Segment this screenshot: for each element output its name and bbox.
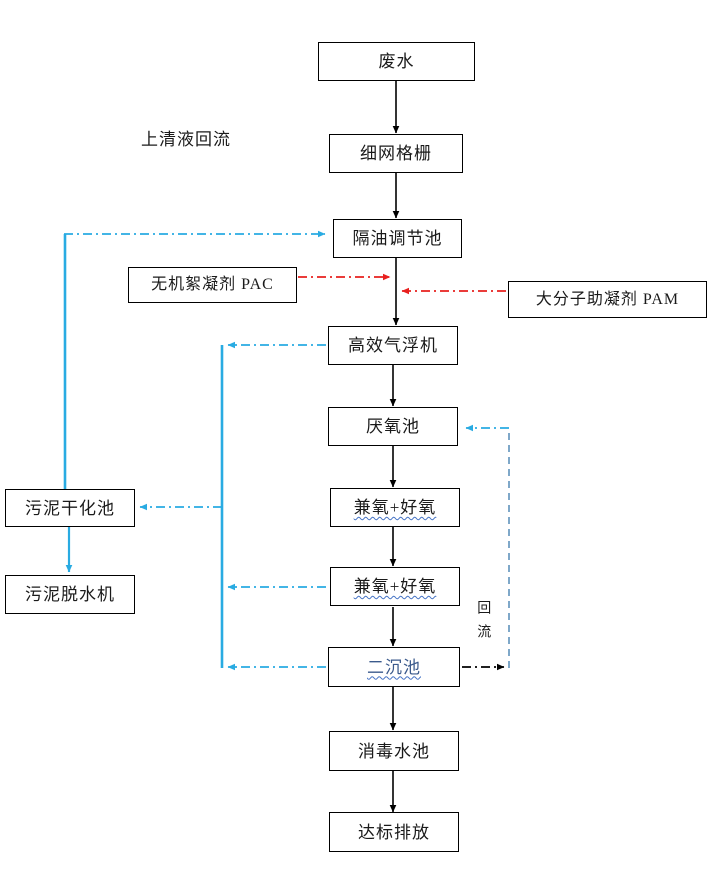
node-pam-label: 大分子助凝剂 PAM: [535, 290, 680, 308]
node-secondary-clarifier-label: 二沉池: [367, 657, 421, 677]
recycle-label: 回流: [472, 600, 490, 648]
node-wastewater[interactable]: 废水: [318, 42, 475, 81]
node-disinfection-tank[interactable]: 消毒水池: [329, 731, 459, 771]
node-secondary-clarifier[interactable]: 二沉池: [328, 647, 460, 687]
node-pac-label: 无机絮凝剂 PAC: [151, 276, 274, 293]
node-dissolved-air-flotation-label: 高效气浮机: [348, 336, 438, 355]
node-dissolved-air-flotation[interactable]: 高效气浮机: [328, 326, 458, 365]
node-disinfection-tank-label: 消毒水池: [358, 741, 430, 761]
node-sludge-drying-tank[interactable]: 污泥干化池: [5, 489, 135, 527]
node-anaerobic-tank[interactable]: 厌氧池: [328, 407, 458, 446]
node-fine-screen[interactable]: 细网格栅: [329, 134, 463, 173]
node-wastewater-label: 废水: [378, 52, 415, 71]
node-sludge-dewatering-machine[interactable]: 污泥脱水机: [5, 575, 135, 614]
node-pam[interactable]: 大分子助凝剂 PAM: [508, 281, 707, 318]
node-facultative-aerobic-1[interactable]: 兼氧+好氧: [330, 488, 460, 527]
node-sludge-drying-tank-label: 污泥干化池: [25, 498, 115, 518]
node-pac[interactable]: 无机絮凝剂 PAC: [128, 267, 297, 303]
node-fine-screen-label: 细网格栅: [360, 144, 432, 163]
node-facultative-aerobic-2[interactable]: 兼氧+好氧: [330, 567, 460, 606]
recycle-label-char-1: 回流: [475, 600, 491, 648]
supernatant-return-label: 上清液回流: [141, 130, 231, 149]
node-compliant-discharge[interactable]: 达标排放: [329, 812, 459, 852]
node-facultative-aerobic-1-label: 兼氧+好氧: [353, 498, 437, 517]
node-facultative-aerobic-2-label: 兼氧+好氧: [353, 577, 437, 596]
node-anaerobic-tank-label: 厌氧池: [366, 417, 420, 436]
node-oil-separation-tank[interactable]: 隔油调节池: [333, 219, 462, 258]
node-compliant-discharge-label: 达标排放: [358, 822, 430, 842]
node-sludge-dewatering-machine-label: 污泥脱水机: [25, 585, 115, 604]
node-oil-separation-tank-label: 隔油调节池: [352, 229, 443, 248]
